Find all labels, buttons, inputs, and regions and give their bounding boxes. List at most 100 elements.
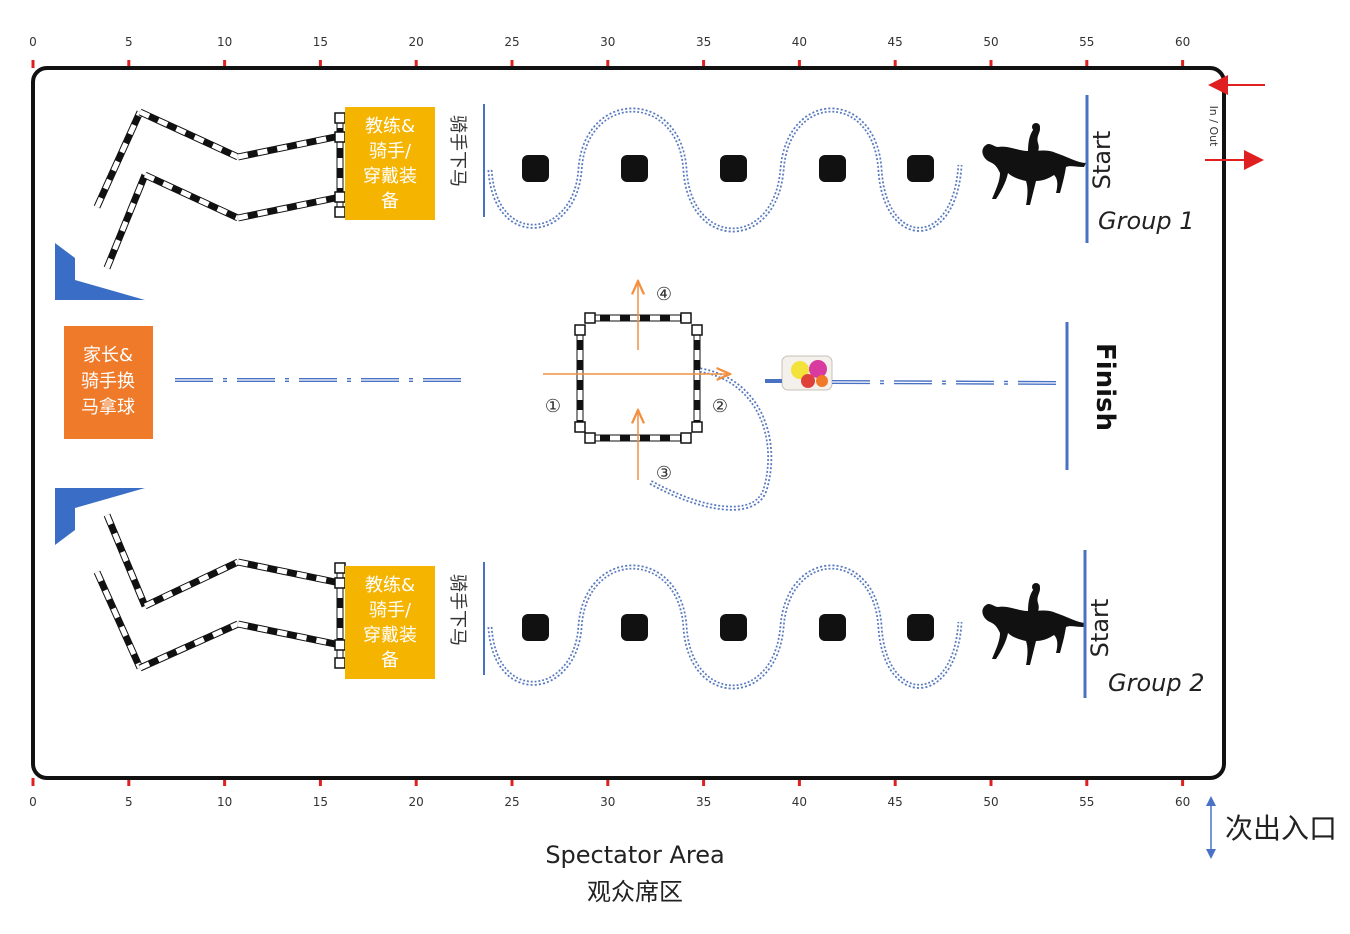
fence-pole-stripes [94,570,143,670]
ruler-bottom-tick-label: 10 [217,795,232,809]
cone-top-5 [907,155,934,182]
cone-top-2 [621,155,648,182]
exit-arrow-down [1206,849,1216,859]
fence-pole-stripes [104,174,148,269]
box-post [691,324,703,336]
in-out-label: In / Out [1207,106,1220,148]
coach-box-top-line2: 骑手/ [369,141,412,162]
coach-box-bottom [345,566,435,679]
ruler-top-tick-label: 45 [888,35,903,49]
ruler-top-tick-label: 40 [792,35,807,49]
ruler-bottom-tick-label: 15 [313,795,328,809]
fence-post [334,112,346,124]
fence-pole-stripes [138,109,240,160]
coach-box-top-line1: 教练& [365,116,415,137]
ruler-top-tick-label: 35 [696,35,711,49]
parent-box-line1: 家长& [83,345,133,366]
exit-label: 次出入口 [1225,812,1337,845]
weave-path-top-inner [489,109,961,231]
box-post [584,432,596,444]
box-post [691,421,703,433]
ruler-bottom-tick-label: 35 [696,795,711,809]
cone-bottom-5 [907,614,934,641]
ruler-top-tick-label: 10 [217,35,232,49]
cone-bottom-1 [522,614,549,641]
coach-box-top-line3: 穿戴装 [363,166,417,187]
cone-top-1 [522,155,549,182]
arena-border [31,66,1226,780]
fence-pole-stripes [237,621,341,648]
step-2-label: ② [712,396,728,417]
parent-box-line3: 马拿球 [81,396,135,418]
parent-box [64,326,153,439]
cone-top-4 [819,155,846,182]
fence-pole-stripes [143,559,240,609]
fence-pole-stripes [104,514,148,607]
fence-pole-stripes [237,133,341,160]
start-label-top: Start [1088,131,1116,190]
corner-marker-bottom [55,488,145,545]
ruler-top-tick-label: 15 [313,35,328,49]
fence-post [334,206,346,218]
fence-pole-stripes [138,621,240,671]
ruler-bottom-tick-label: 55 [1079,795,1094,809]
box-post [574,324,586,336]
middle-lane: 家长& 骑手换 马拿球 ① ② ③ ④ [64,281,1120,511]
ruler-bottom-tick-label: 5 [125,795,133,809]
loop-path-inner [649,369,771,509]
fence-pole-stripes [237,559,341,586]
in-out-arrows: In / Out [1205,75,1265,170]
fence-pole [138,108,240,161]
corner-marker-top [55,243,145,300]
spectator-label-cn: 观众席区 [587,878,683,906]
ruler-bottom-tick-label: 0 [29,795,37,809]
fence-pole-stripes [237,194,341,221]
coach-box-bottom-line3: 穿戴装 [363,625,417,646]
box-post [680,312,692,324]
ruler-bottom-tick-label: 45 [888,795,903,809]
step-3-label: ③ [656,463,672,484]
cone-bottom-4 [819,614,846,641]
dismount-label-bottom: 骑手下马 [447,574,468,646]
exit-marker: 次出入口 [1206,796,1337,859]
chute-fences-top [93,108,346,270]
weave-path-bottom-inner [489,566,961,688]
group1-lane: 教练& 骑手/ 穿戴装 备 骑手下马 Start Group 1 [93,95,1195,270]
ruler-bottom-tick-label: 30 [600,795,615,809]
ruler-bottom-tick-label: 40 [792,795,807,809]
ball-basket-icon [781,355,833,391]
ruler-top-tick-label: 55 [1079,35,1094,49]
step-4-label: ④ [656,284,672,305]
fence-post [334,639,346,651]
fence-post [334,562,346,574]
ruler-top-tick-label: 0 [29,35,37,49]
ruler-top-tick-label: 50 [983,35,998,49]
ruler-top-tick-label: 25 [504,35,519,49]
centerline-right-inner [831,381,1063,384]
coach-box-bottom-line2: 骑手/ [369,600,412,621]
exit-arrow-up [1206,796,1216,806]
group1-label: Group 1 [1098,207,1195,235]
coach-box-top-line4: 备 [381,191,399,212]
start-label-bottom: Start [1086,599,1114,658]
horse-rider-icon-bottom [982,583,1086,665]
fence-pole [138,620,240,672]
horse-rider-icon-top [982,123,1086,205]
group2-lane: 教练& 骑手/ 穿戴装 备 骑手下马 Start Group 2 [93,513,1205,698]
box-post [680,432,692,444]
step-1-label: ① [545,396,561,417]
coach-box-bottom-line4: 备 [381,650,399,671]
cone-top-3 [720,155,747,182]
fence-pole-stripes [143,172,240,221]
chute-fences-bottom [93,513,346,672]
group2-label: Group 2 [1108,669,1205,697]
dismount-label-top: 骑手下马 [447,115,468,187]
box-post [574,421,586,433]
coach-box-bottom-line1: 教练& [365,575,415,596]
coach-box-top [345,107,435,220]
ruler-bottom-tick-label: 20 [409,795,424,809]
